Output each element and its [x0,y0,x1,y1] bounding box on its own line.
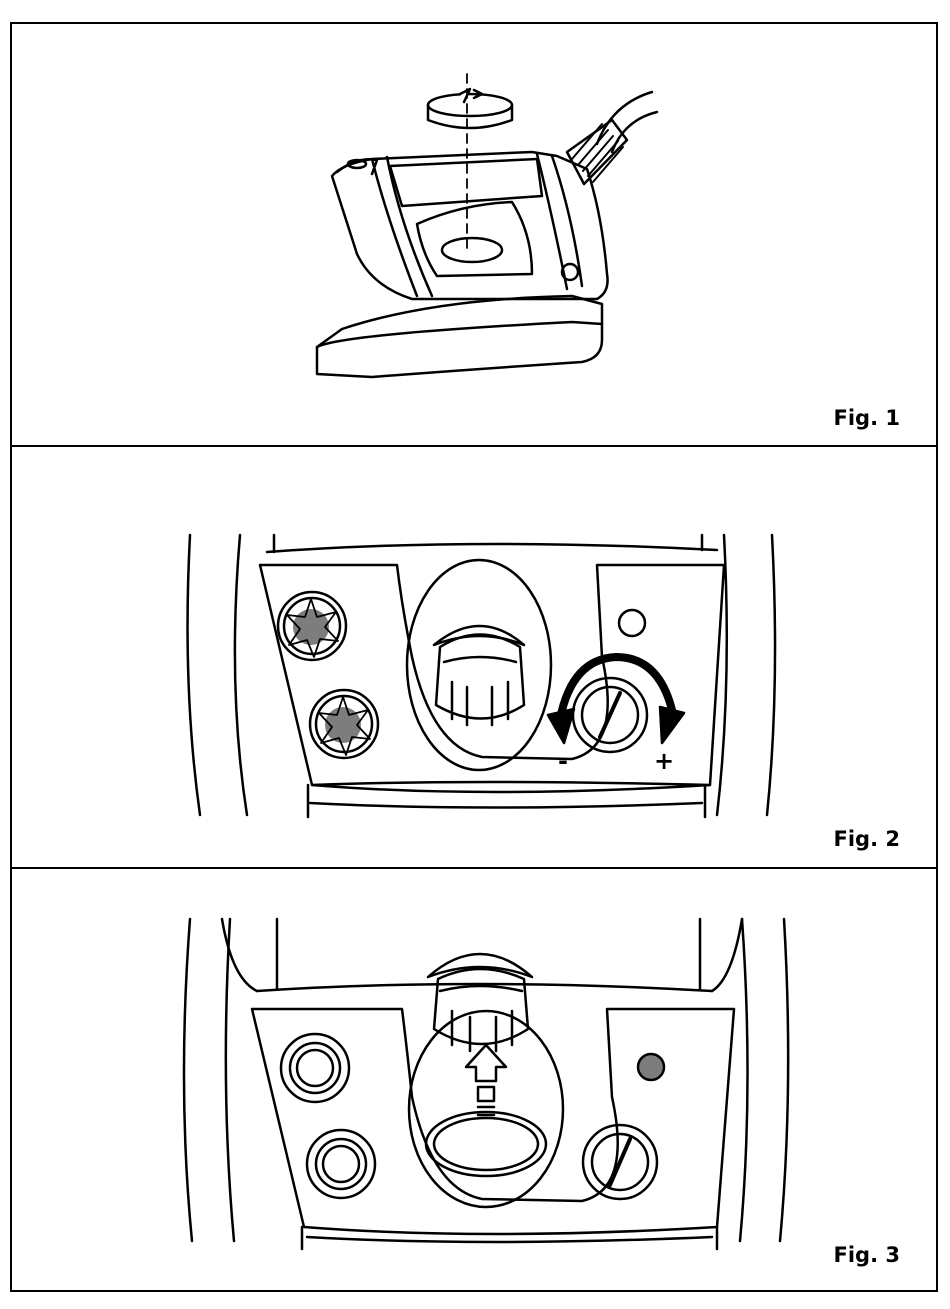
pressure-lamp [619,610,645,636]
figure-1-panel: Fig. 1 [12,24,936,447]
rotate-arrow-icon [428,89,512,128]
figure-label: Fig. 3 [834,1243,900,1267]
figure-label: Fig. 2 [834,827,900,851]
up-arrow-icon [466,1045,506,1081]
figure-label: Fig. 1 [834,406,900,430]
figure-2-panel: - + Fig. 2 [12,447,936,869]
plus-sign: + [654,747,674,775]
pressure-lamp [638,1054,664,1080]
steam-iron-illustration [12,24,936,447]
minus-sign: - [558,747,568,775]
figure-3-panel: Fig. 3 [12,869,936,1290]
control-panel-illustration [12,447,936,869]
tank-refill-illustration [12,869,936,1290]
page-frame: Fig. 1 [10,22,938,1292]
